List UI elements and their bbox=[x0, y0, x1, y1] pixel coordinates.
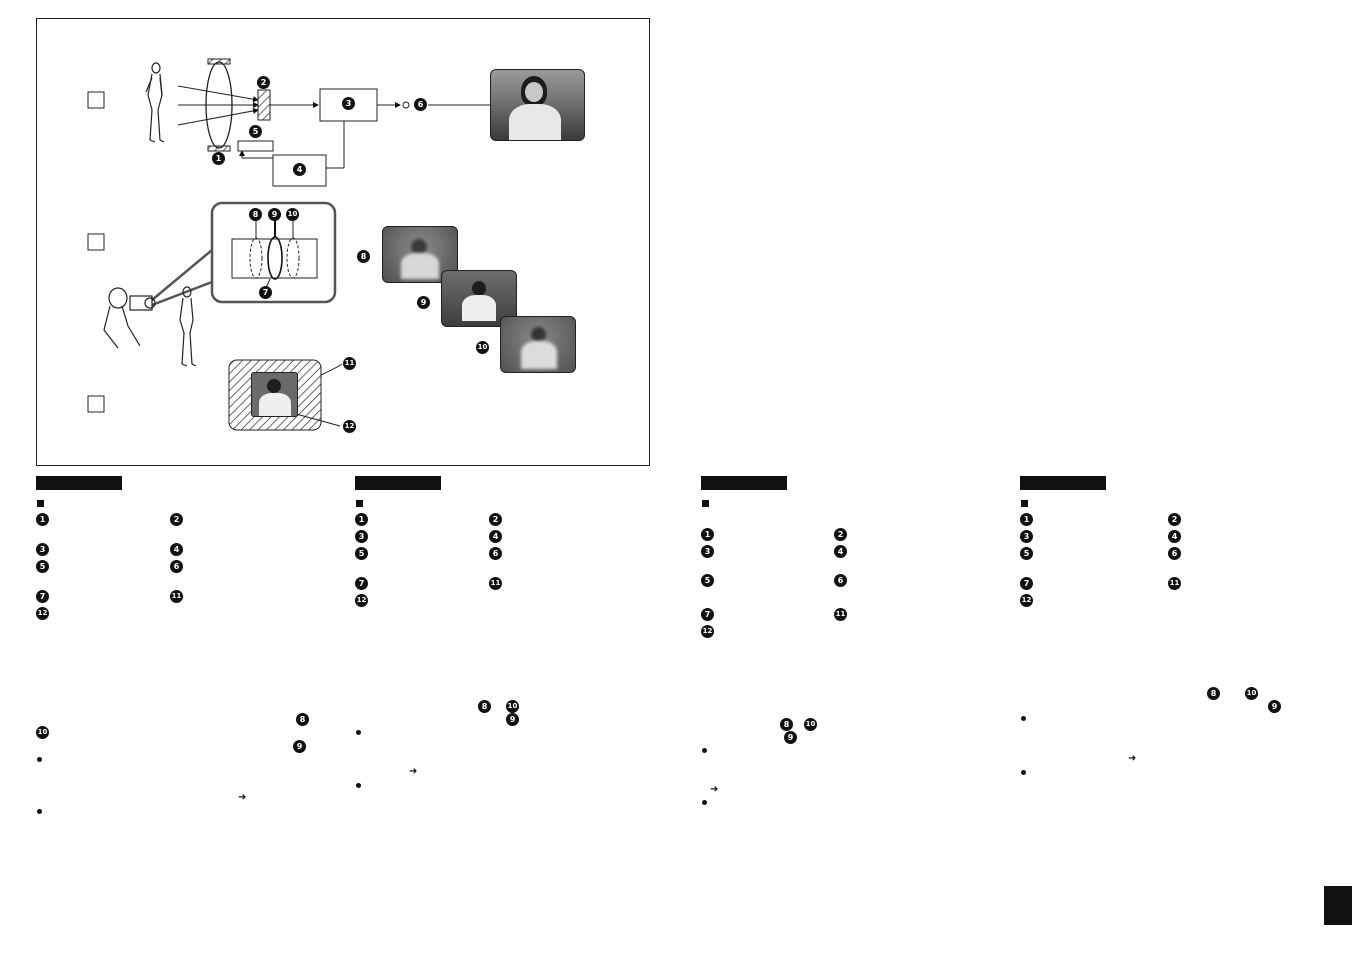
marker-10: 10 bbox=[1245, 687, 1258, 700]
marker-9: 9 bbox=[1268, 700, 1281, 713]
dot-bullet-icon bbox=[702, 748, 707, 753]
marker-4: 4 bbox=[170, 543, 183, 556]
marker-10: 10 bbox=[804, 718, 817, 731]
marker-6: 6 bbox=[489, 547, 502, 560]
marker-3: 3 bbox=[701, 545, 714, 558]
block-5 bbox=[237, 140, 274, 152]
right-arrow-icon: ➜ bbox=[409, 766, 418, 777]
woman-figure-top bbox=[145, 62, 165, 143]
marker-6: 6 bbox=[1168, 547, 1181, 560]
marker-10: 10 bbox=[36, 726, 49, 739]
marker-8: 8 bbox=[478, 700, 491, 713]
page-edge-tab bbox=[1324, 886, 1352, 925]
marker-12: 12 bbox=[343, 420, 356, 433]
marker-5: 5 bbox=[701, 574, 714, 587]
marker-2: 2 bbox=[834, 528, 847, 541]
marker-9: 9 bbox=[268, 208, 281, 221]
marker-1: 1 bbox=[212, 152, 225, 165]
dot-bullet-icon bbox=[702, 800, 707, 805]
panel-box-a bbox=[87, 91, 105, 109]
marker-8: 8 bbox=[1207, 687, 1220, 700]
marker-8: 8 bbox=[296, 713, 309, 726]
marker-4: 4 bbox=[293, 163, 306, 176]
right-arrow-icon: ➜ bbox=[1128, 753, 1137, 764]
marker-12: 12 bbox=[701, 625, 714, 638]
dot-bullet-icon bbox=[356, 730, 361, 735]
marker-8: 8 bbox=[780, 718, 793, 731]
marker-11: 11 bbox=[489, 577, 502, 590]
marker-7: 7 bbox=[259, 286, 272, 299]
marker-6: 6 bbox=[834, 574, 847, 587]
dot-bullet-icon bbox=[1021, 716, 1026, 721]
marker-8: 8 bbox=[357, 250, 370, 263]
sensor bbox=[257, 89, 271, 121]
marker-6: 6 bbox=[414, 98, 427, 111]
square-bullet-icon bbox=[1021, 500, 1028, 507]
marker-3: 3 bbox=[355, 530, 368, 543]
marker-2: 2 bbox=[489, 513, 502, 526]
marker-5: 5 bbox=[249, 125, 262, 138]
marker-12: 12 bbox=[355, 594, 368, 607]
marker-2: 2 bbox=[257, 76, 270, 89]
marker-4: 4 bbox=[1168, 530, 1181, 543]
square-bullet-icon bbox=[356, 500, 363, 507]
marker-11: 11 bbox=[170, 590, 183, 603]
portrait-photo bbox=[490, 69, 585, 141]
marker-11: 11 bbox=[343, 357, 356, 370]
marker-1: 1 bbox=[355, 513, 368, 526]
marker-1: 1 bbox=[36, 513, 49, 526]
marker-8: 8 bbox=[249, 208, 262, 221]
panel-box-b bbox=[87, 233, 105, 251]
woman-figure-mid bbox=[179, 286, 197, 367]
marker-5: 5 bbox=[36, 560, 49, 573]
panel-box-c bbox=[87, 395, 105, 413]
marker-11: 11 bbox=[834, 608, 847, 621]
marker-5: 5 bbox=[1020, 547, 1033, 560]
marker-7: 7 bbox=[36, 590, 49, 603]
marker-12: 12 bbox=[36, 607, 49, 620]
diagram-frame bbox=[36, 18, 650, 466]
blurred-photo-back bbox=[500, 316, 576, 373]
dot-bullet-icon bbox=[356, 783, 361, 788]
marker-1: 1 bbox=[701, 528, 714, 541]
sharp-photo bbox=[441, 270, 517, 327]
marker-10: 10 bbox=[506, 700, 519, 713]
column-2-header-bar bbox=[355, 476, 441, 490]
column-4-header-bar bbox=[1020, 476, 1106, 490]
marker-10: 10 bbox=[476, 341, 489, 354]
marker-11: 11 bbox=[1168, 577, 1181, 590]
marker-4: 4 bbox=[489, 530, 502, 543]
framed-photo bbox=[251, 372, 298, 417]
marker-9: 9 bbox=[784, 731, 797, 744]
column-1-header-bar bbox=[36, 476, 122, 490]
marker-9: 9 bbox=[293, 740, 306, 753]
marker-5: 5 bbox=[355, 547, 368, 560]
marker-1: 1 bbox=[1020, 513, 1033, 526]
dot-bullet-icon bbox=[37, 809, 42, 814]
right-arrow-icon: ➜ bbox=[710, 784, 719, 795]
right-arrow-icon: ➜ bbox=[238, 792, 247, 803]
marker-7: 7 bbox=[1020, 577, 1033, 590]
marker-6: 6 bbox=[170, 560, 183, 573]
marker-3: 3 bbox=[342, 97, 355, 110]
marker-7: 7 bbox=[355, 577, 368, 590]
marker-2: 2 bbox=[170, 513, 183, 526]
marker-2: 2 bbox=[1168, 513, 1181, 526]
marker-10: 10 bbox=[286, 208, 299, 221]
dot-bullet-icon bbox=[37, 757, 42, 762]
marker-7: 7 bbox=[701, 608, 714, 621]
square-bullet-icon bbox=[702, 500, 709, 507]
marker-12: 12 bbox=[1020, 594, 1033, 607]
cameraman-figure bbox=[103, 287, 156, 349]
marker-3: 3 bbox=[36, 543, 49, 556]
marker-4: 4 bbox=[834, 545, 847, 558]
square-bullet-icon bbox=[37, 500, 44, 507]
marker-9: 9 bbox=[417, 296, 430, 309]
marker-3: 3 bbox=[1020, 530, 1033, 543]
diagram-lines bbox=[87, 58, 490, 431]
marker-9: 9 bbox=[506, 713, 519, 726]
column-3-header-bar bbox=[701, 476, 787, 490]
dot-bullet-icon bbox=[1021, 770, 1026, 775]
